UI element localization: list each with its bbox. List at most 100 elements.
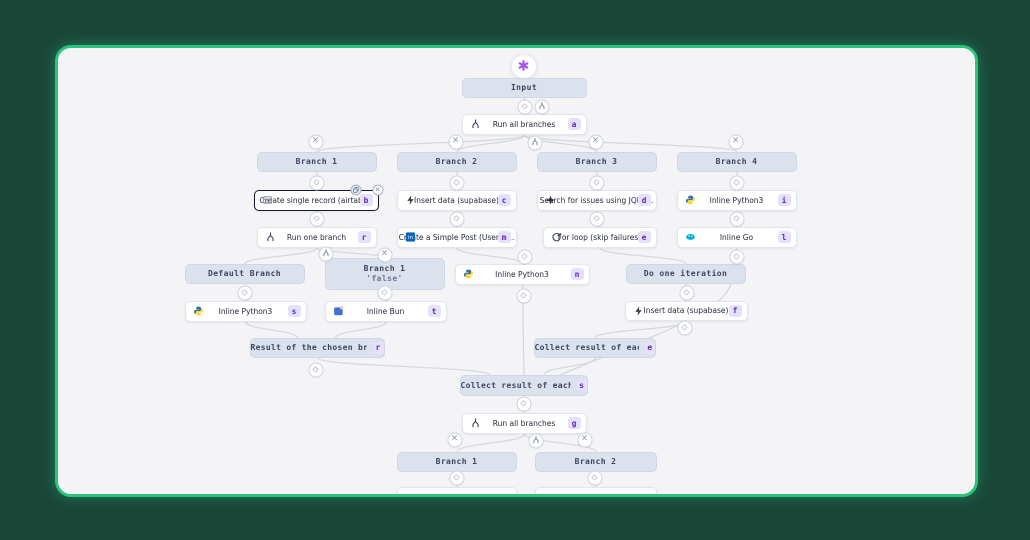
node-trigger[interactable] [510,53,537,79]
diamond-icon: ◇ [453,472,460,482]
delete-branch-button[interactable]: × [308,134,323,149]
node-supabase_c[interactable]: Insert data (supabase)c [396,189,517,211]
node-airtable[interactable]: Create single record (airtable)b [253,189,379,211]
node-label: Branch 1 [295,156,338,166]
add-step-button[interactable]: ◇ [516,396,531,411]
shortcut-badge: d [637,194,651,206]
diamond-icon: ◇ [520,398,527,408]
diamond-icon: ◇ [520,290,527,300]
node-partial2[interactable] [534,486,657,494]
add-step-button[interactable]: ◇ [729,249,744,264]
shortcut-badge: s [287,305,301,317]
diamond-icon: ◇ [733,177,740,187]
node-py_i[interactable]: Inline Python3 i [676,189,797,211]
split-branches-icon [265,232,276,243]
add-step-button[interactable]: ◇ [729,175,744,190]
diamond-icon: ◇ [733,251,740,261]
bun-icon [333,306,344,317]
node-b1h[interactable]: Branch 1 [256,151,377,172]
node-label: Insert data (supabase) [414,195,499,205]
add-branch-button[interactable] [528,433,543,448]
add-branch-button[interactable] [534,99,549,114]
node-partial1[interactable] [396,486,517,494]
trigger-burst-icon [517,57,530,76]
node-label: Inline Bun [366,306,405,316]
delete-branch-button[interactable]: × [588,134,603,149]
add-step-button[interactable]: ◇ [449,470,464,485]
delete-branch-button[interactable]: × [377,247,392,262]
fork-icon [537,101,546,112]
node-jql[interactable]: Search for issues using JQL (...d [536,189,657,211]
add-step-button[interactable]: ◇ [589,175,604,190]
node-forloop[interactable]: For loop (skip failures)e [542,226,657,248]
diamond-icon: ◇ [312,364,319,374]
node-doone_h[interactable]: Do one iteration [625,263,746,284]
add-step-button[interactable]: ◇ [309,211,324,226]
diamond-icon: ◇ [241,287,248,297]
node-b3h[interactable]: Branch 3 [536,151,657,172]
node-collect_iter[interactable]: Collect result of each iterate [533,337,656,358]
node-false_h[interactable]: Branch 1'false' [324,257,445,290]
node-result[interactable]: Result of the chosen branch r [249,337,385,358]
shortcut-badge: i [777,194,791,206]
node-label: Collect result of each iterat [534,343,640,352]
shortcut-badge: s [576,379,587,391]
node-label: Branch 4 [715,156,758,166]
add-step-button[interactable]: ◇ [449,211,464,226]
delete-branch-button[interactable]: × [448,134,463,149]
delete-node-button[interactable]: × [372,184,383,195]
add-step-button[interactable]: ◇ [517,249,532,264]
add-step-button[interactable]: ◇ [679,285,694,300]
add-step-button[interactable]: ◇ [587,470,602,485]
delete-branch-button[interactable]: × [728,134,743,149]
copy-node-button[interactable] [350,184,361,195]
close-icon: × [450,433,459,444]
node-b2h[interactable]: Branch 2 [396,151,517,172]
node-label: Inline Python3 [709,195,764,205]
node-label: Insert data (supabase) [643,306,729,315]
node-supabase_f[interactable]: Insert data (supabase)f [624,300,748,321]
python-icon [193,306,204,317]
add-step-button[interactable]: ◇ [516,288,531,303]
shortcut-badge: c [497,194,511,206]
add-step-button[interactable]: ◇ [589,211,604,226]
close-icon: × [380,248,389,259]
node-label: For loop (skip failures) [557,232,642,242]
node-label: Result of the chosen branch [250,343,367,352]
add-step-button[interactable]: ◇ [729,211,744,226]
node-label: Search for issues using JQL (... [539,195,654,205]
delete-branch-button[interactable]: × [577,432,592,447]
add-step-button[interactable]: ◇ [377,285,392,300]
shortcut-badge: r [372,341,384,354]
diamond-icon: ◇ [733,213,740,223]
add-branch-button[interactable] [318,246,333,261]
node-b4h[interactable]: Branch 4 [676,151,797,172]
add-step-button[interactable]: ◇ [517,99,532,114]
close-icon: × [580,433,589,444]
node-collect_branch[interactable]: Collect result of each branchs [459,374,588,396]
node-input[interactable]: Input [461,77,587,98]
delete-branch-button[interactable]: × [447,432,462,447]
diamond-icon: ◇ [453,177,460,187]
add-branch-button[interactable] [527,135,542,150]
diamond-icon: ◇ [593,213,600,223]
node-bb2h[interactable]: Branch 2 [534,451,657,472]
add-step-button[interactable]: ◇ [308,362,323,377]
add-step-button[interactable]: ◇ [449,175,464,190]
node-bb1h[interactable]: Branch 1 [396,451,517,472]
node-default_h[interactable]: Default Branch [184,263,305,284]
add-step-button[interactable]: ◇ [309,175,324,190]
close-icon: × [451,135,460,146]
add-step-button[interactable]: ◇ [237,285,252,300]
add-step-button[interactable]: ◇ [677,320,692,335]
shortcut-badge: b [359,194,373,206]
shortcut-badge: a [567,118,581,130]
